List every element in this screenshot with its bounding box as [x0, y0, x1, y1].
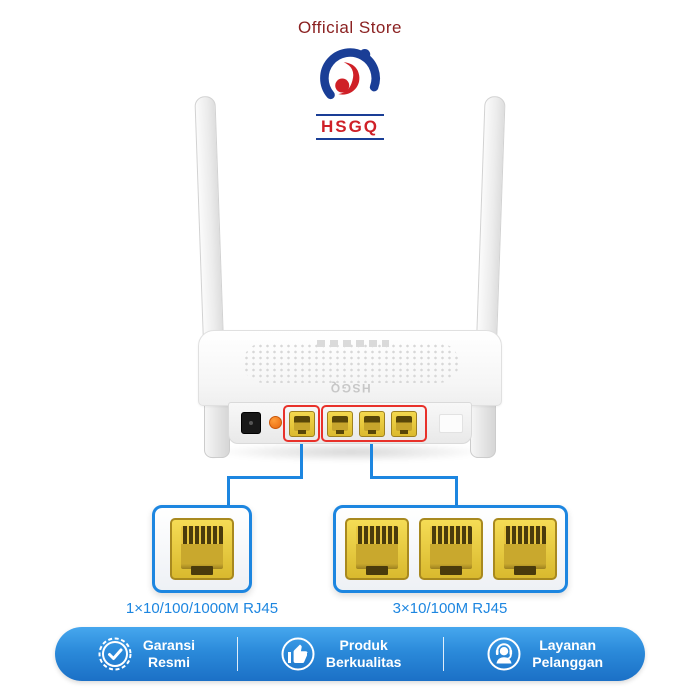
rj45-port-lan2	[359, 411, 385, 437]
rj45-port-gigabit	[289, 411, 315, 437]
badge-label-line2: Resmi	[147, 654, 190, 670]
zoom-single-port	[152, 505, 252, 593]
antenna-hinge-right	[470, 398, 496, 458]
callout-line-triple-drop	[455, 476, 458, 507]
rj45-jack-closeup	[418, 518, 483, 580]
single-port-label: 1×10/100/1000M RJ45	[125, 600, 279, 617]
callout-line-triple-vertical	[370, 444, 373, 478]
brand-logo: HSGQ	[310, 42, 390, 142]
zoom-triple-ports	[333, 505, 568, 593]
router-back-panel	[228, 402, 472, 444]
router-top-face: HSGQ	[198, 330, 502, 406]
badge-produk-berkualitas: Produk Berkualitas	[280, 636, 401, 672]
hsgq-logo-icon	[320, 48, 380, 100]
feature-banner: Garansi Resmi Produk Berkualitas	[55, 627, 645, 681]
vent-dots	[243, 343, 459, 383]
highlight-triple-ports	[321, 405, 427, 442]
badge-label-line1: Produk	[339, 637, 388, 653]
back-panel-label	[439, 414, 463, 433]
badge-garansi-resmi: Garansi Resmi	[97, 636, 195, 672]
highlight-single-port	[283, 405, 320, 442]
antenna-hinge-left	[204, 398, 230, 458]
rj45-jack-closeup	[492, 518, 557, 580]
badge-label-line2: Pelanggan	[532, 654, 604, 670]
vent-slots	[317, 340, 389, 347]
embossed-brand: HSGQ	[329, 381, 371, 395]
customer-support-icon	[487, 637, 521, 671]
power-port	[241, 412, 261, 434]
badge-label: Layanan Pelanggan	[532, 637, 603, 671]
triple-port-label: 3×10/100M RJ45	[392, 600, 508, 617]
power-button	[269, 416, 282, 429]
badge-label-line1: Layanan	[539, 637, 597, 653]
rj45-port-lan3	[391, 411, 417, 437]
badge-layanan-pelanggan: Layanan Pelanggan	[486, 636, 603, 672]
badge-label: Produk Berkualitas	[326, 637, 401, 671]
badge-label: Garansi Resmi	[143, 637, 195, 671]
device-shadow	[215, 442, 487, 462]
callout-line-single-drop	[227, 476, 230, 507]
verified-badge-icon	[98, 637, 132, 671]
rj45-jack-closeup	[170, 518, 234, 580]
callout-line-single-vertical	[300, 444, 303, 478]
callout-line-single-horizontal	[227, 476, 303, 479]
official-store-label: Official Store	[297, 18, 402, 37]
brand-name: HSGQ	[315, 114, 385, 140]
rj45-port-lan1	[327, 411, 353, 437]
banner-divider	[443, 637, 445, 671]
badge-label-line2: Berkualitas	[325, 654, 402, 670]
thumbs-up-icon	[281, 637, 315, 671]
rj45-jack-closeup	[344, 518, 409, 580]
banner-divider	[236, 637, 238, 671]
callout-line-triple-horizontal	[370, 476, 458, 479]
badge-label-line1: Garansi	[142, 637, 196, 653]
